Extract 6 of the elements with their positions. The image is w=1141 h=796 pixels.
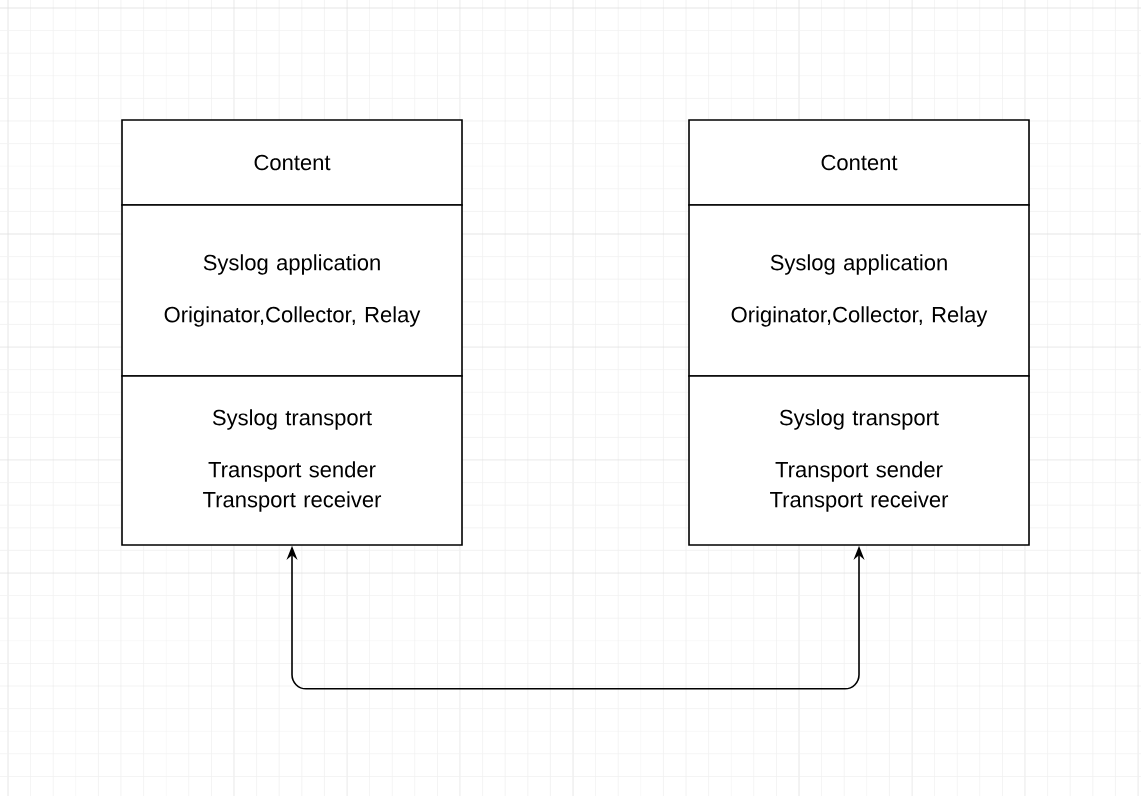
layer-box: Syslog application Originator,Collector, Relay [688,204,1030,377]
layer-box: Syslog transport Transport sender Transport receiver [688,375,1030,546]
layer-box: Syslog transport Transport sender Transport receiver [121,375,463,546]
header-box: Content [688,119,1030,206]
layer-box: Syslog application Originator,Collector, Relay [121,204,463,377]
header-box: Content [121,119,463,206]
